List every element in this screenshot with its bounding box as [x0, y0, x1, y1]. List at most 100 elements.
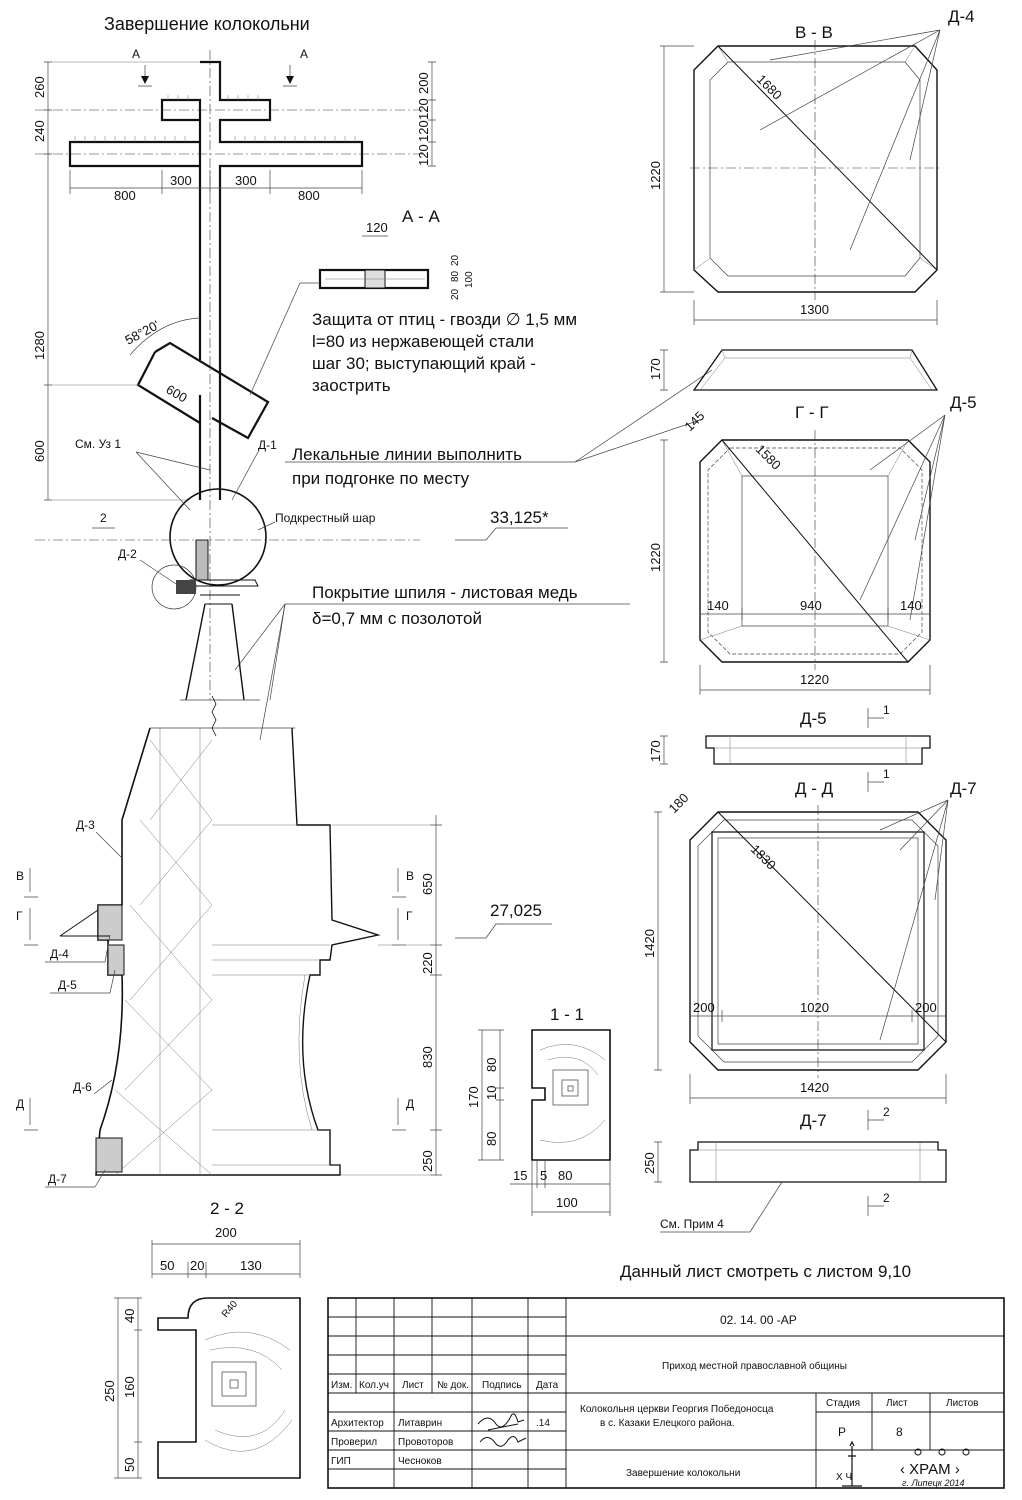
svg-text:заострить: заострить: [312, 376, 391, 395]
dim-dd-1420w: 1420: [800, 1080, 829, 1095]
note-bird-protection: Защита от птиц - гвозди ∅ 1,5 мм l=80 из…: [249, 282, 577, 396]
section-11-title: 1 - 1: [550, 1005, 584, 1024]
dim-dd-200b: 200: [915, 1000, 937, 1015]
dim-bb-1300: 1300: [800, 302, 829, 317]
d7-cut-2b: 2: [883, 1191, 890, 1205]
dim-11-100: 100: [556, 1195, 578, 1210]
level-lower: 27,025: [490, 901, 542, 920]
dim-11-80c: 80: [558, 1168, 572, 1183]
label-d4: Д-4: [50, 947, 69, 961]
svg-text:l=80 из нержавеющей стали: l=80 из нержавеющей стали: [312, 332, 534, 351]
dim-d7-250: 250: [642, 1152, 657, 1174]
cut-a-right: А: [300, 47, 308, 61]
stamp-sheet-label: Лист: [886, 1398, 908, 1409]
dim-d5-170: 170: [648, 740, 663, 762]
label-d6: Д-6: [73, 1080, 92, 1094]
section-11: 1 - 1 80 10 80 170 15 5 80 100: [466, 1005, 611, 1216]
section-22: 2 - 2 200 50 20 130 R40 40 160 50 250: [102, 1199, 301, 1479]
stamp-sheets-label: Листов: [946, 1398, 979, 1409]
stamp-sheet: 8: [896, 1425, 903, 1439]
cut-2-mark: 2: [100, 511, 107, 525]
dim-cross-800-right: 800: [298, 188, 320, 203]
logo-city: г. Липецк 2014: [902, 1478, 965, 1488]
section-dd-title: Д - Д: [795, 779, 834, 798]
logo-text: ‹ ХРАМ ›: [900, 1461, 960, 1478]
hram-logo: Х Ч ‹ ХРАМ › г. Липецк 2014: [836, 1440, 970, 1488]
dim-cross-600: 600: [32, 440, 47, 462]
stamp-h-date: Дата: [536, 1380, 559, 1391]
dim-cross-120c: 120: [416, 144, 431, 166]
stamp-object-2: в с. Казаки Елецкого района.: [600, 1418, 735, 1429]
dim-gg-140a: 140: [707, 598, 729, 613]
dim-11-5: 5: [540, 1168, 547, 1183]
logo-letters: Х Ч: [836, 1472, 852, 1483]
ball-spire: Подкрестный шар Д-1 См. Уз 1 Д-2 2 33,12…: [35, 437, 568, 701]
dim-base-250: 250: [420, 1150, 435, 1172]
tower-base: Д-3 Д-4 Д-5 Д-6 Д-7 В Г Д В Г Д 650 220 …: [16, 695, 552, 1188]
stamp-role-1: Архитектор: [331, 1418, 384, 1429]
dim-dd-1420h: 1420: [642, 929, 657, 958]
d5-elev-title: Д-5: [800, 709, 827, 728]
dim-22-130: 130: [240, 1258, 262, 1273]
dim-gg-1220w: 1220: [800, 672, 829, 687]
dim-22-50: 50: [160, 1258, 174, 1273]
dim-11-80b: 80: [484, 1132, 499, 1146]
svg-text:при подгонке по месту: при подгонке по месту: [292, 469, 470, 488]
dim-gg-940: 940: [800, 598, 822, 613]
dim-22-20: 20: [190, 1258, 204, 1273]
stamp-stage-label: Стадия: [826, 1398, 860, 1409]
label-d5-top: Д-5: [950, 393, 977, 412]
section-dd: Д - Д 1 Д-7 1830 180 1420 200 1020 200 1…: [642, 767, 977, 1104]
label-d5-base: Д-5: [58, 978, 77, 992]
signature-2: [479, 1436, 527, 1447]
dim-bb-1220: 1220: [648, 161, 663, 190]
dim-cross-120a: 120: [416, 98, 431, 120]
dim-base-220: 220: [420, 952, 435, 974]
ball-label: Подкрестный шар: [275, 511, 376, 525]
level-upper: 33,125*: [490, 508, 549, 527]
dim-cross-120b: 120: [416, 120, 431, 142]
dim-cross-1280: 1280: [32, 331, 47, 360]
cut-g-right: Г: [406, 909, 413, 923]
dim-aa-80: 80: [450, 270, 461, 282]
section-bb-title: В - В: [795, 23, 833, 42]
label-d7-top: Д-7: [950, 779, 977, 798]
dim-22-50b: 50: [122, 1458, 137, 1472]
label-d3: Д-3: [76, 818, 95, 832]
dim-cross-200: 200: [416, 72, 431, 94]
dim-cross-300-left: 300: [170, 173, 192, 188]
d7-elevation: Д-7 2 250 2 См. Прим 4: [642, 1105, 947, 1233]
see-node-1: См. Уз 1: [75, 437, 121, 451]
dim-22-160: 160: [122, 1376, 137, 1398]
section-gg: Г - Г Д-5 1580 145 1220 140 940 140 1220: [648, 393, 977, 695]
dim-aa-20b: 20: [450, 254, 461, 266]
stamp-h-list: Лист: [402, 1380, 424, 1391]
stamp-date-1: .14: [536, 1418, 550, 1429]
cut-g-left: Г: [16, 909, 23, 923]
section-aa: А - А 120 20 80 20 100: [318, 207, 475, 300]
dim-bb-170: 170: [648, 358, 663, 380]
dim-gg-140b: 140: [900, 598, 922, 613]
cut-d-left: Д: [16, 1097, 24, 1111]
dim-cross-300-right: 300: [235, 173, 257, 188]
dim-gg-1580: 1580: [753, 442, 784, 473]
dim-11-80a: 80: [484, 1058, 499, 1072]
stamp-role-2: Проверил: [331, 1437, 377, 1448]
note-spire-cover: Покрытие шпиля - листовая медь δ=0,7 мм …: [234, 583, 630, 741]
stamp-h-sign: Подпись: [482, 1380, 522, 1391]
see-note-4: См. Прим 4: [660, 1217, 724, 1231]
stamp-role-3: ГИП: [331, 1456, 351, 1467]
svg-text:Лекальные линии выполнить: Лекальные линии выполнить: [292, 445, 522, 464]
stamp-stage: Р: [838, 1425, 846, 1439]
dim-aa-100: 100: [464, 271, 475, 288]
label-d2: Д-2: [118, 547, 137, 561]
dim-base-650: 650: [420, 873, 435, 895]
stamp-h-doc: № док.: [437, 1380, 469, 1391]
d7-cut-2a: 2: [883, 1105, 890, 1119]
dim-base-830: 830: [420, 1046, 435, 1068]
drawing-title: Завершение колокольни: [104, 14, 310, 34]
label-d7-base: Д-7: [48, 1172, 67, 1186]
dim-aa-120: 120: [366, 220, 388, 235]
section-22-title: 2 - 2: [210, 1199, 244, 1218]
